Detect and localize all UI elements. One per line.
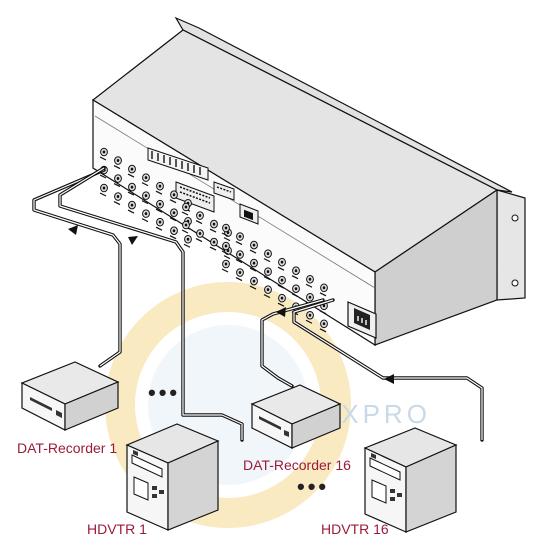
label-dat-recorder-1: DAT-Recorder 1: [17, 440, 117, 456]
bnc-connector: [235, 250, 244, 264]
ellipsis-right: •••: [297, 474, 329, 499]
cables: [32, 166, 484, 442]
hdvtr-16-screen: [371, 479, 387, 504]
arrow-dat-recorder-1-in: [68, 225, 78, 235]
dat-recorder-1-device: [20, 361, 120, 431]
label-hdvtr-1: HDVTR 1: [87, 521, 147, 537]
dat-recorder-1-display: [56, 410, 62, 418]
hdvtr-16-device: [363, 427, 458, 533]
bnc-connector: [181, 220, 190, 234]
bnc-connector: [305, 274, 314, 288]
bnc-connector: [209, 219, 218, 233]
bnc-connector: [221, 241, 230, 255]
bnc-connector: [195, 211, 204, 225]
bnc-connector: [249, 240, 258, 254]
arrow-hdvtr-1-out: [128, 236, 138, 245]
bnc-connector: [113, 156, 122, 170]
bnc-connector: [127, 200, 136, 214]
dat-recorder-16-display: [284, 430, 289, 437]
bnc-connector: [291, 284, 300, 298]
cable-dat-recorder-1: [32, 168, 122, 368]
bnc-connector: [155, 217, 164, 231]
bnc-connector: [155, 181, 164, 195]
bnc-connector: [291, 266, 300, 280]
bnc-connector: [305, 310, 314, 324]
hdvtr-1-tape-slot: [131, 454, 163, 478]
bnc-connector: [249, 258, 258, 272]
bnc-connector: [169, 226, 178, 240]
bnc-connector: [263, 267, 272, 281]
hdvtr-1-device: [125, 423, 220, 531]
arrow-dat-recorder-16-in: [276, 307, 286, 317]
switcher-rack-ear-right: [496, 189, 526, 301]
power-inlet: [347, 301, 377, 339]
switcher-rack-ear-top: [174, 16, 513, 193]
bnc-connector: [127, 164, 136, 178]
bnc-connector: [169, 190, 178, 204]
bnc-connector: [127, 182, 136, 196]
bnc-connector: [263, 285, 272, 299]
arrow-hdvtr-16-out: [384, 374, 394, 384]
bnc-connector: [277, 257, 286, 271]
dat-recorder-16-tape-slot: [259, 416, 281, 430]
bnc-connector: [209, 237, 218, 251]
rack-ear-hole-top: [511, 214, 519, 222]
bnc-connector: [113, 192, 122, 206]
bnc-connector: [141, 209, 150, 223]
terminal-block: [147, 147, 209, 181]
bnc-connector: [319, 283, 328, 297]
label-dat-recorder-16: DAT-Recorder 16: [243, 457, 351, 473]
bnc-connector: [235, 268, 244, 282]
bnc-connector: [221, 223, 230, 237]
rear-panel-top-edge: [94, 115, 376, 289]
bnc-connector: [277, 275, 286, 289]
bnc-connector: [169, 208, 178, 222]
bnc-connector: [181, 202, 190, 216]
bnc-connector: [263, 249, 272, 263]
hdvtr-16-tape-slot: [369, 457, 401, 481]
matrix-switcher: [91, 16, 526, 347]
bnc-connector: [155, 199, 164, 213]
hdvtr-1-screen: [133, 476, 149, 501]
bnc-connector: [113, 174, 122, 188]
bnc-connector: [183, 234, 192, 248]
bnc-connector: [141, 173, 150, 187]
ellipsis-left: •••: [148, 380, 180, 405]
bnc-connector-bank: [99, 147, 328, 333]
label-hdvtr-16: HDVTR 16: [321, 521, 389, 537]
bnc-connector: [141, 191, 150, 205]
bnc-connector: [221, 259, 230, 273]
bnc-connector: [99, 147, 108, 161]
bnc-connector: [99, 183, 108, 197]
dat-recorder-1-tape-slot: [30, 397, 52, 411]
ethernet-port: [239, 203, 259, 225]
hdvtr-16-button: [390, 489, 395, 493]
dsub-connector-small: [213, 181, 235, 201]
bnc-connector: [235, 232, 244, 246]
bnc-connector: [195, 229, 204, 243]
rack-ear-hole-bottom: [511, 279, 519, 287]
bnc-connector: [319, 319, 328, 333]
dat-recorder-16-device: [250, 384, 342, 449]
hdvtr-1-button: [152, 486, 157, 490]
bnc-connector: [249, 276, 258, 290]
bnc-connector: [277, 293, 286, 307]
